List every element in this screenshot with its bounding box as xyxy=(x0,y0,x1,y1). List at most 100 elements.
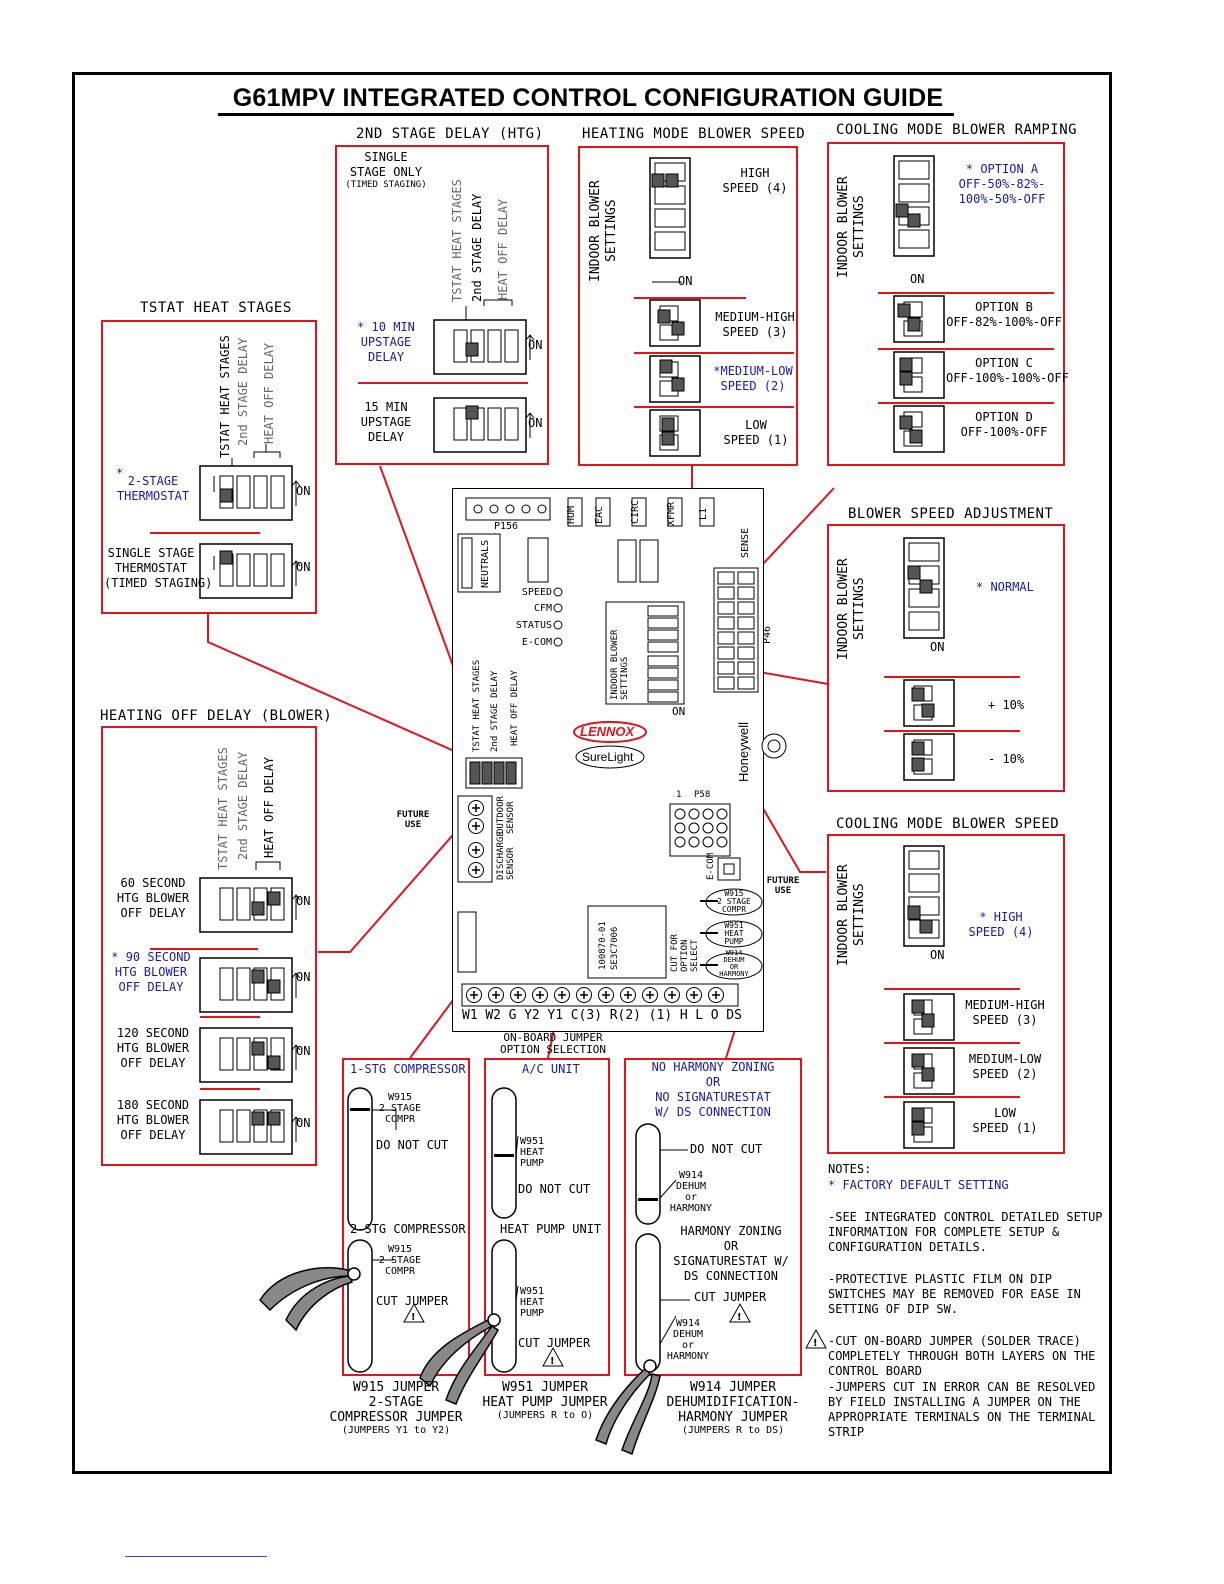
terminal-c: C(3) xyxy=(570,1008,603,1023)
ssd-on1: ON xyxy=(528,338,543,352)
ths-on1: ON xyxy=(296,484,311,498)
ths-default-mark: * xyxy=(116,466,124,480)
hp-mid: HEAT PUMP UNIT xyxy=(500,1222,602,1236)
bsa-normal: * NORMAL xyxy=(976,580,1034,594)
harm-do-not-cut: DO NOT CUT xyxy=(690,1142,763,1156)
title-underline xyxy=(218,113,954,116)
blower-speed-adjustment-header: BLOWER SPEED ADJUSTMENT xyxy=(848,506,1054,522)
bsa-on: ON xyxy=(930,640,945,654)
comp-mid: 2-STG COMPRESSOR xyxy=(350,1222,466,1236)
harm-cut: CUT JUMPER xyxy=(694,1290,767,1304)
hod-on3: ON xyxy=(296,1044,311,1058)
blower-speed-adjustment-box xyxy=(827,524,1065,792)
terminal-r: R(2) xyxy=(609,1008,642,1023)
second-stage-delay-header: 2ND STAGE DELAY (HTG) xyxy=(356,126,544,142)
board-led-ecom: E-COM xyxy=(521,637,552,648)
terminal-labels: W1 W2 G Y2 Y1 C(3) R(2) (1) H L O DS xyxy=(462,1008,742,1023)
cbr-on: ON xyxy=(910,272,925,286)
board-led-speed: SPEED xyxy=(521,587,552,598)
board-p58: P58 xyxy=(694,790,711,800)
tstat-heat-stages-box xyxy=(101,320,317,614)
compressor-jumper-box xyxy=(342,1058,470,1376)
hp-top: A/C UNIT xyxy=(522,1062,580,1076)
ths-on2: ON xyxy=(296,560,311,574)
comp-top: 1-STG COMPRESSOR xyxy=(350,1062,466,1076)
cooling-blower-speed-box xyxy=(827,834,1065,1154)
svg-text:!: ! xyxy=(550,1356,555,1367)
board-p156: P156 xyxy=(494,521,519,532)
page-title: G61MPV INTEGRATED CONTROL CONFIGURATION … xyxy=(232,84,944,112)
notes-3: -CUT ON-BOARD JUMPER (SOLDER TRACE)COMPL… xyxy=(828,1334,1096,1378)
ssd-on2: ON xyxy=(528,416,543,430)
heating-blower-speed-box xyxy=(578,146,798,466)
svg-text:!: ! xyxy=(813,1338,818,1349)
page-frame xyxy=(72,72,1112,1474)
hp-cut: CUT JUMPER xyxy=(518,1336,591,1350)
hbs-on: ON xyxy=(678,274,693,288)
comp-cut: CUT JUMPER xyxy=(376,1294,449,1308)
terminal-1: (1) xyxy=(648,1008,673,1023)
cooling-blower-ramping-header: COOLING MODE BLOWER RAMPING xyxy=(836,122,1078,138)
hp-do-not-cut: DO NOT CUT xyxy=(518,1182,591,1196)
cooling-blower-ramping-box xyxy=(827,142,1065,466)
p58-pin-1: 1 xyxy=(676,790,682,800)
hod-on1: ON xyxy=(296,894,311,908)
board-on: ON xyxy=(672,705,686,718)
hod-on4: ON xyxy=(296,1116,311,1130)
terminal-h: H xyxy=(679,1008,688,1023)
lennox-logo: LENNOX xyxy=(580,724,635,739)
notes-default: * FACTORY DEFAULT SETTING xyxy=(828,1178,1009,1192)
heatpump-jumper-box xyxy=(484,1058,610,1376)
terminal-o: O xyxy=(710,1008,719,1023)
board-led-status: STATUS xyxy=(515,620,552,631)
harmony-jumper-box xyxy=(624,1058,802,1376)
hod-on2: ON xyxy=(296,970,311,984)
cooling-blower-speed-header: COOLING MODE BLOWER SPEED xyxy=(836,816,1060,832)
terminal-g: G xyxy=(508,1008,517,1023)
second-stage-delay-box xyxy=(335,145,549,465)
svg-text:!: ! xyxy=(411,1312,416,1323)
terminal-w1: W1 xyxy=(462,1008,478,1023)
heating-off-delay-header: HEATING OFF DELAY (BLOWER) xyxy=(100,708,333,724)
surelight-logo: SureLight xyxy=(582,750,634,764)
cbs-on: ON xyxy=(930,948,945,962)
heating-off-delay-box xyxy=(101,726,317,1166)
terminal-ds: DS xyxy=(726,1008,742,1023)
